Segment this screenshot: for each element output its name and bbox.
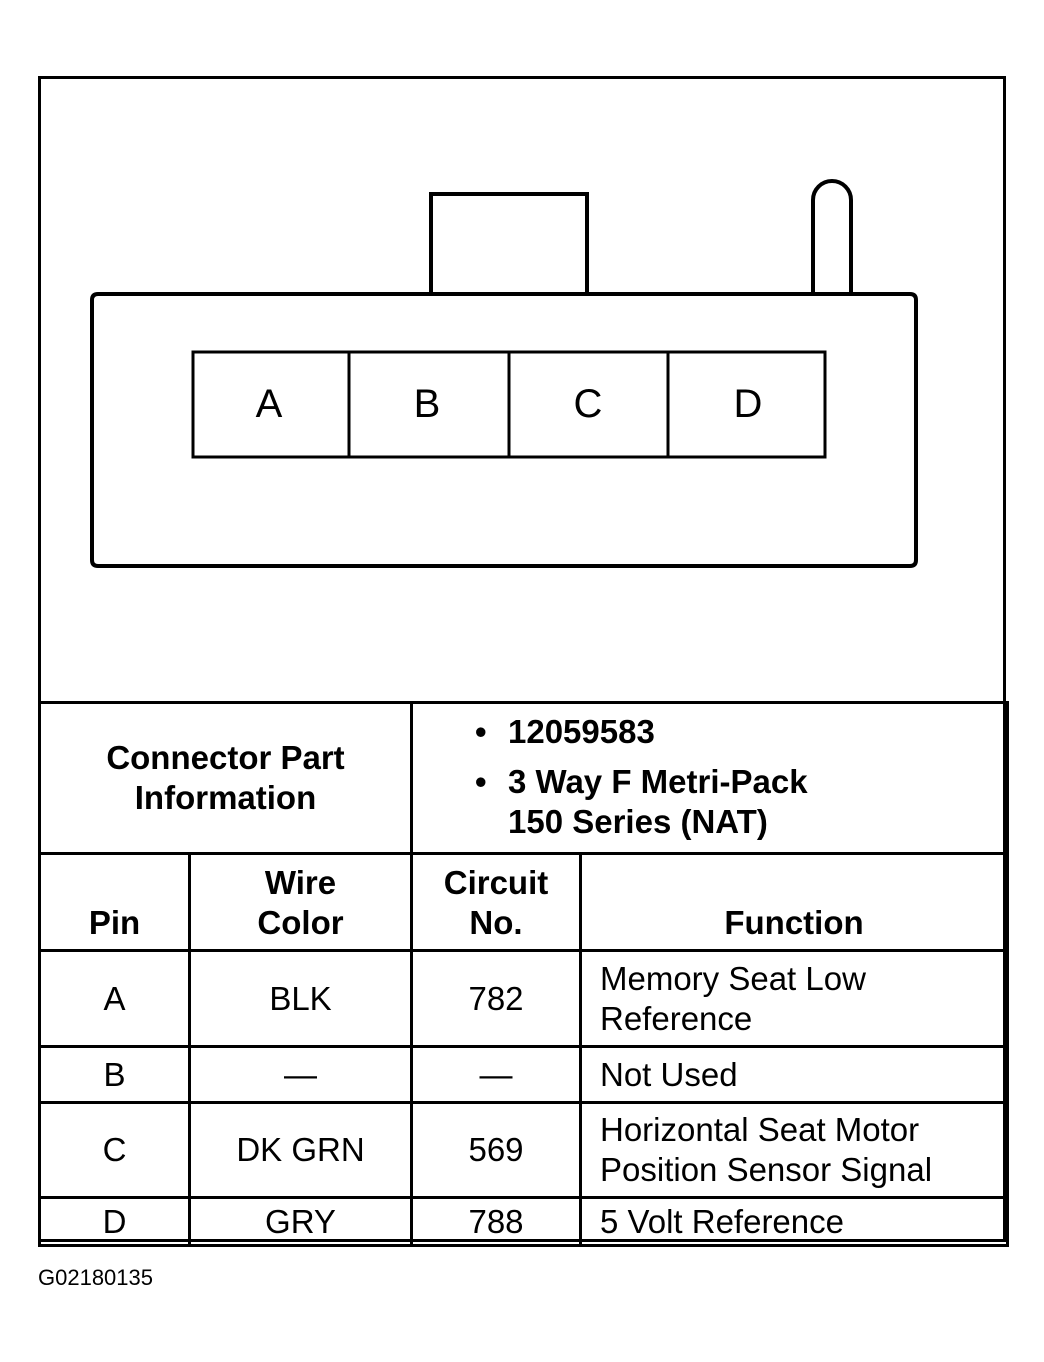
wire-color-cell: BLK [188, 949, 413, 1048]
pin-cell: A [38, 949, 191, 1048]
header-circuit-no-text: Circuit No. [443, 864, 549, 941]
function-text: Horizontal Seat Motor Position Sensor Si… [600, 1111, 933, 1188]
figure-id: G02180135 [38, 1265, 153, 1290]
function-cell: Horizontal Seat Motor Position Sensor Si… [579, 1101, 1009, 1199]
connector-face-diagram: A B C D [90, 179, 918, 568]
function-cell: Not Used [579, 1045, 1009, 1104]
pin-label-c: C [574, 382, 603, 426]
pin-cavity-d [666, 350, 827, 459]
pin-cell: D [38, 1196, 191, 1247]
circuit-cell: 788 [410, 1196, 582, 1247]
header-circuit-no: Circuit No. [410, 852, 582, 952]
part-info-item: •12059583 [475, 713, 655, 750]
connector-lock-tab [429, 192, 589, 294]
connector-info-table: Connector Part Information •12059583 •3 … [38, 701, 1009, 1247]
function-cell: 5 Volt Reference [579, 1196, 1009, 1247]
pin-label-a: A [256, 382, 283, 426]
pin-label-d: D [734, 382, 763, 426]
wire-color-cell: DK GRN [188, 1101, 413, 1199]
column-header-row: Pin Wire Color Circuit No. Function [38, 852, 1009, 952]
pin-cell: C [38, 1101, 191, 1199]
part-info-item: •3 Way F Metri-Pack 150 Series (NAT) [475, 763, 808, 840]
connector-key [811, 179, 853, 294]
part-info-row: Connector Part Information •12059583 •3 … [38, 701, 1009, 855]
part-description: 3 Way F Metri-Pack 150 Series (NAT) [508, 763, 808, 840]
function-text: Memory Seat Low Reference [600, 959, 866, 1037]
table-row: C DK GRN 569 Horizontal Seat Motor Posit… [38, 1101, 1009, 1199]
table-row: D GRY 788 5 Volt Reference [38, 1196, 1009, 1247]
wire-color-cell: GRY [188, 1196, 413, 1247]
wire-color-cell: — [188, 1045, 413, 1104]
header-wire-color: Wire Color [188, 852, 413, 952]
pin-label-b: B [414, 382, 441, 426]
part-number: 12059583 [508, 713, 655, 750]
header-pin: Pin [38, 852, 191, 952]
connector-housing [90, 292, 918, 568]
header-function: Function [579, 852, 1009, 952]
table-row: B — — Not Used [38, 1045, 1009, 1104]
pin-cell: B [38, 1045, 191, 1104]
part-info-list: •12059583 •3 Way F Metri-Pack 150 Series… [410, 701, 1009, 855]
circuit-cell: 782 [410, 949, 582, 1048]
circuit-cell: — [410, 1045, 582, 1104]
table-row: A BLK 782 Memory Seat Low Reference [38, 949, 1009, 1048]
part-info-label: Connector Part Information [38, 701, 413, 855]
header-wire-color-text: Wire Color [257, 864, 344, 941]
function-cell: Memory Seat Low Reference [579, 949, 1009, 1048]
circuit-cell: 569 [410, 1101, 582, 1199]
